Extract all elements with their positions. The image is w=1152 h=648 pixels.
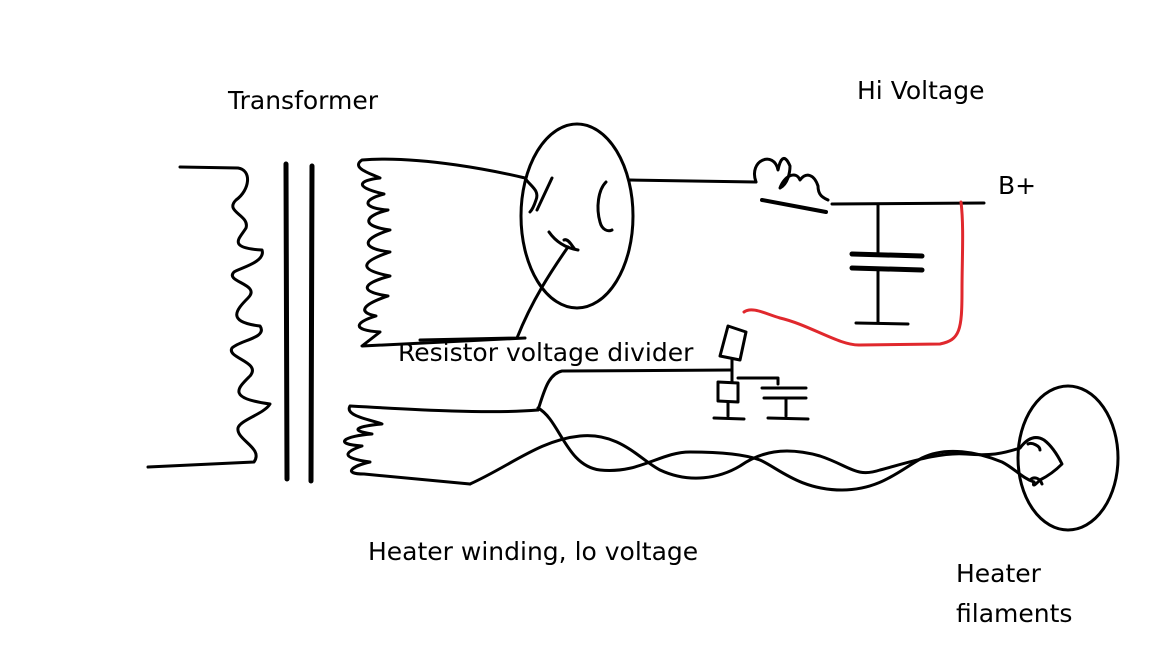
tube-cathode-right (596, 180, 614, 233)
choke-core (760, 198, 828, 214)
heater-wire-a (536, 406, 1036, 492)
divider-ground (712, 416, 746, 421)
capacitor-ground (854, 321, 910, 326)
heater-secondary-winding (343, 404, 540, 486)
divider-resistor-top (718, 324, 748, 362)
capacitor-plate-bottom (849, 265, 925, 273)
hv-secondary-winding (357, 157, 527, 348)
feedback-wire (742, 200, 965, 347)
hi-voltage-label: Hi Voltage (857, 76, 984, 105)
bypass-cap-ground (766, 416, 810, 421)
heater-filaments-label-line2: filaments (956, 599, 1072, 628)
diagram-wires (146, 122, 1120, 532)
rectifier-tube (519, 122, 635, 310)
resistor-divider-label: Resistor voltage divider (398, 338, 694, 367)
hv-output-wire (628, 178, 758, 184)
b-plus-label: B+ (998, 171, 1036, 200)
divider-bias-wire (536, 368, 734, 412)
transformer-core-left (283, 161, 290, 482)
tube-grid (547, 230, 580, 252)
tube-plate-stroke (535, 176, 554, 212)
capacitor-plate-top (849, 251, 925, 259)
tube-plate-left (523, 176, 539, 214)
heater-winding-label: Heater winding, lo voltage (368, 537, 698, 566)
heater-filament (1018, 436, 1064, 487)
heater-filaments-label-line1: Heater (956, 559, 1042, 588)
divider-resistor-bottom (716, 380, 740, 404)
bypass-capacitor-lead (736, 376, 780, 386)
transformer-primary-winding (146, 165, 272, 469)
transformer-label: Transformer (227, 86, 379, 115)
b-plus-line (830, 201, 986, 206)
transformer-core-right (308, 163, 315, 484)
heater-filament-tube (1016, 384, 1120, 532)
heater-wire-b (468, 434, 1022, 486)
diagram-labels: Transformer Hi Voltage B+ Resistor volta… (227, 76, 1072, 628)
tube-cathode-lead (418, 245, 570, 342)
filter-choke (753, 156, 830, 202)
